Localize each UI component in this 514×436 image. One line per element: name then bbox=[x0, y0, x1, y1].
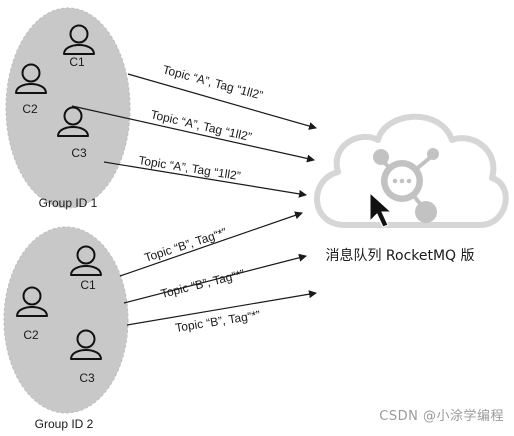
cloud-label: 消息队列 RocketMQ 版 bbox=[325, 247, 474, 264]
topic-label-b-2: Topic “B”, Tag“*” bbox=[159, 267, 246, 301]
consumer-c3-label: C3 bbox=[71, 146, 87, 160]
arrow-group1-topic-a-2 bbox=[71, 105, 315, 163]
mouse-cursor-icon bbox=[369, 191, 393, 228]
group-1-label: Group ID 1 bbox=[39, 196, 98, 210]
consumer-group-1: C1 C2 C3 Group ID 1 bbox=[5, 7, 131, 210]
message-queue-icon bbox=[373, 148, 439, 223]
subscription-arrows bbox=[71, 73, 317, 326]
topic-label-b-1: Topic “B”, Tag“*” bbox=[143, 225, 229, 265]
consumer-c1-label: C1 bbox=[69, 55, 85, 69]
group-2-ellipse bbox=[3, 226, 129, 414]
arrow-group1-topic-a-3 bbox=[103, 161, 307, 198]
arrow-group2-topic-b-3 bbox=[126, 290, 317, 326]
topic-label-b-3: Topic “B”, Tag“*” bbox=[174, 308, 261, 335]
consumer-c1-label: C1 bbox=[80, 278, 96, 292]
topic-label-a-3: Topic “A”, Tag “1ll2” bbox=[138, 153, 242, 183]
arrow-group2-topic-b-2 bbox=[123, 253, 307, 304]
arrow-group1-topic-a-1 bbox=[127, 73, 317, 130]
topic-label-a-2: Topic “A”, Tag “1ll2” bbox=[149, 107, 253, 144]
consumer-c2-label: C2 bbox=[23, 328, 39, 342]
rocketmq-cloud: 消息队列 RocketMQ 版 bbox=[314, 113, 509, 264]
arrow-group2-topic-b-1 bbox=[119, 211, 303, 277]
topic-label-a-1: Topic “A”, Tag “1ll2” bbox=[161, 62, 264, 102]
consumer-group-2: C1 C2 C3 Group ID 2 bbox=[3, 226, 129, 431]
consumer-c2-label: C2 bbox=[22, 102, 38, 116]
consumer-c3-label: C3 bbox=[79, 371, 95, 385]
watermark: CSDN @小涂学编程 bbox=[379, 409, 504, 424]
group-2-label: Group ID 2 bbox=[35, 417, 94, 431]
